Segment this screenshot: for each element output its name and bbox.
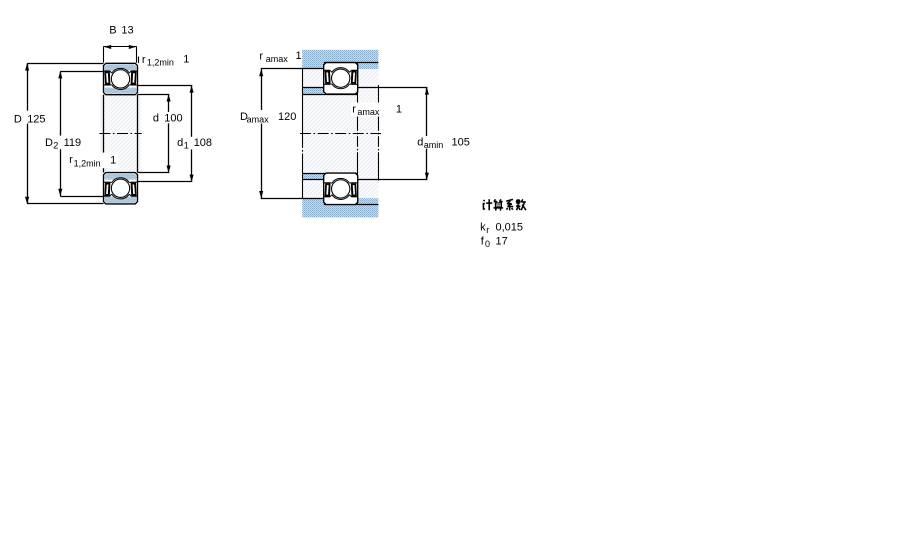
svg-text:1: 1 xyxy=(183,54,189,66)
svg-text:120: 120 xyxy=(278,111,296,123)
svg-text:r: r xyxy=(352,103,356,115)
svg-text:r: r xyxy=(259,50,263,62)
svg-text:amax: amax xyxy=(266,54,289,64)
svg-text:d: d xyxy=(417,137,423,149)
svg-text:1: 1 xyxy=(110,154,116,166)
svg-text:1: 1 xyxy=(296,50,302,62)
svg-text:108: 108 xyxy=(194,137,212,149)
svg-text:1: 1 xyxy=(184,141,189,151)
svg-text:1,2min: 1,2min xyxy=(74,158,101,168)
svg-text:105: 105 xyxy=(452,137,470,149)
svg-text:B: B xyxy=(109,24,116,36)
svg-text:0: 0 xyxy=(485,239,490,249)
svg-text:D: D xyxy=(14,113,22,125)
svg-text:119: 119 xyxy=(64,137,82,149)
svg-text:100: 100 xyxy=(164,112,182,124)
svg-text:1,2min: 1,2min xyxy=(147,58,174,68)
svg-text:17: 17 xyxy=(496,236,508,248)
svg-text:d: d xyxy=(153,112,159,124)
svg-text:amax: amax xyxy=(357,107,380,117)
svg-text:d: d xyxy=(177,137,183,149)
svg-text:0,015: 0,015 xyxy=(496,222,524,234)
svg-text:r: r xyxy=(69,154,73,166)
svg-text:k: k xyxy=(480,221,486,233)
svg-text:D: D xyxy=(240,111,248,123)
svg-text:amax: amax xyxy=(247,115,270,125)
svg-text:f: f xyxy=(481,236,485,248)
svg-text:125: 125 xyxy=(27,113,45,125)
svg-text:r: r xyxy=(486,225,489,235)
svg-text:r: r xyxy=(142,54,146,66)
svg-text:1: 1 xyxy=(396,103,402,115)
svg-text:13: 13 xyxy=(121,24,133,36)
svg-text:amin: amin xyxy=(424,140,444,150)
svg-text:2: 2 xyxy=(53,141,58,151)
svg-text:D: D xyxy=(45,137,53,149)
